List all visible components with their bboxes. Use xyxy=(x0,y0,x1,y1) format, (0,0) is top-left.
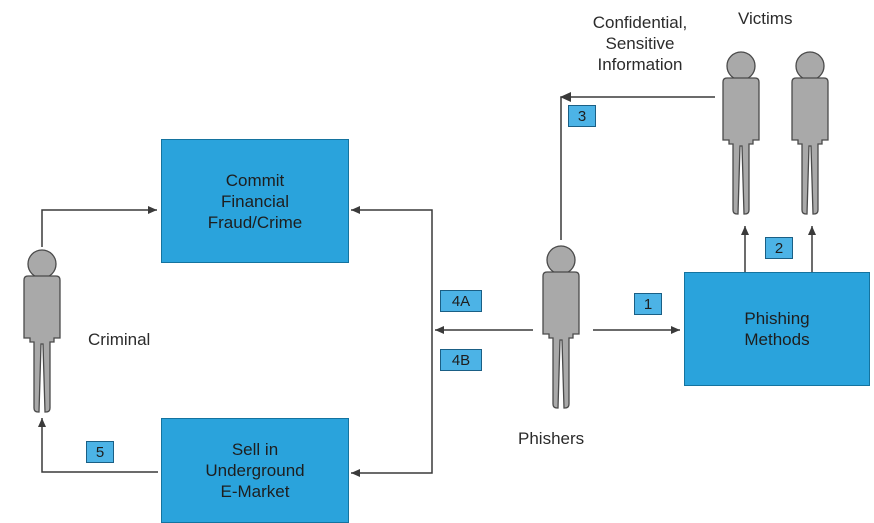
step-4a-badge: 4A xyxy=(440,290,482,312)
arrow-criminal-to-fraud xyxy=(41,206,157,247)
commit-fraud-box: Commit Financial Fraud/Crime xyxy=(161,139,349,263)
step-1-badge: 1 xyxy=(634,293,662,315)
arrow-market-to-criminal xyxy=(38,418,158,473)
arrow-4b-to-market xyxy=(351,330,433,477)
step-5-badge: 5 xyxy=(86,441,114,463)
step-3-badge: 3 xyxy=(568,105,596,127)
confidential-info-label: Confidential, Sensitive Information xyxy=(592,13,688,74)
victims-label: Victims xyxy=(738,9,793,28)
sell-market-box: Sell in Underground E-Market xyxy=(161,418,349,523)
victim-person-icon-left xyxy=(722,51,760,215)
criminal-label: Criminal xyxy=(88,330,151,349)
arrow-4a-to-fraud xyxy=(351,206,433,330)
criminal-person-icon xyxy=(23,249,61,413)
phishing-methods-box: Phishing Methods xyxy=(684,272,870,386)
step-2-badge: 2 xyxy=(765,237,793,259)
victim-person-icon-right xyxy=(791,51,829,215)
phishers-label: Phishers xyxy=(518,429,585,448)
phisher-person-icon xyxy=(542,245,580,409)
info-arrowhead xyxy=(560,92,571,102)
step-4b-badge: 4B xyxy=(440,349,482,371)
